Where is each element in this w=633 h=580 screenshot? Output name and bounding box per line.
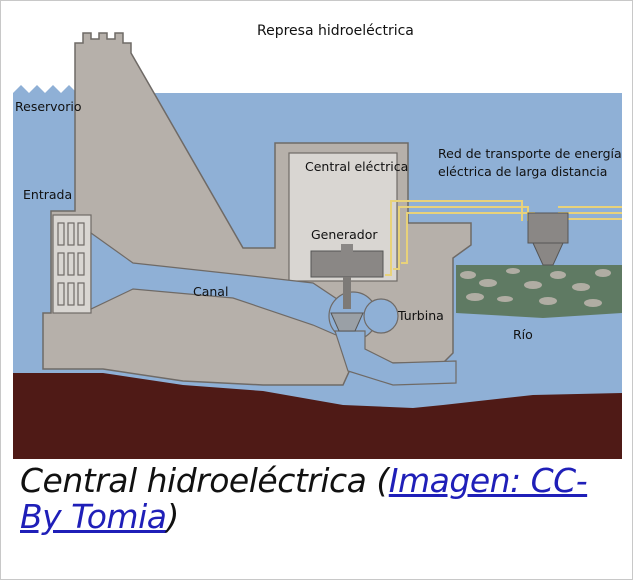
transmission-label-line1: Red de transporte de energía (438, 146, 622, 161)
transmission-label-line2: eléctrica de larga distancia (438, 164, 607, 179)
transformer-tower (527, 212, 569, 266)
turbine-label: Turbina (397, 308, 444, 323)
powerhouse-label: Central eléctrica (305, 159, 408, 174)
reservoir-label: Reservorio (15, 99, 81, 114)
generator-label: Generador (311, 227, 378, 242)
river-stones (460, 268, 611, 307)
image-credit-link[interactable]: Imagen: CC-By Tomia (20, 461, 588, 536)
figure-caption: Central hidroeléctrica (Imagen: CC-By To… (20, 463, 620, 535)
hydroelectric-dam-diagram: Represa hidroeléctrica Reservorio Entrad… (13, 13, 622, 459)
outflow-channel (334, 330, 457, 386)
generator-cap (341, 244, 353, 252)
caption-text: Central hidroeléctrica ( (20, 461, 389, 500)
reservoir-waves (13, 85, 77, 109)
turbine-volute (363, 298, 399, 334)
diagram-title: Represa hidroeléctrica (257, 23, 414, 39)
penstock-label: Canal (193, 284, 228, 299)
intake-grate (52, 214, 92, 314)
river-label: Río (513, 327, 533, 342)
generator (310, 250, 384, 278)
intake-label: Entrada (23, 187, 72, 202)
river-bank (456, 265, 622, 318)
ground (13, 373, 622, 459)
turbine-shaft (343, 277, 351, 309)
turbine-runner (330, 312, 364, 332)
caption-close: ) (166, 497, 179, 536)
